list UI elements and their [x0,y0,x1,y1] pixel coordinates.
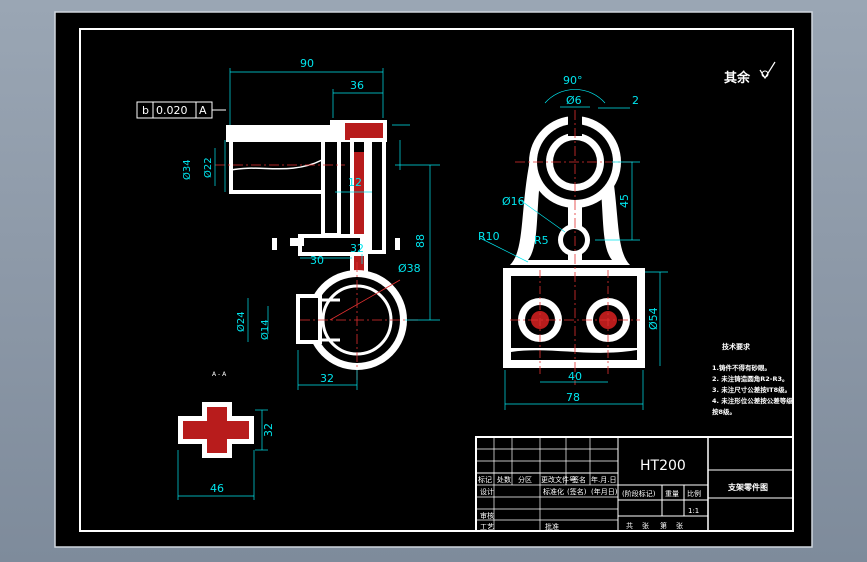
side-base-break [511,350,637,360]
tolerance-symbol: b [142,104,149,117]
lower-lug [296,294,322,344]
tolerance-frame [136,101,226,119]
note-item: 2. 未注铸造圆角R2-R3。 [712,374,789,383]
tb-cell: (阶段标记) [622,489,656,498]
tb-cell: 分区 [518,475,532,484]
front-view [136,68,440,390]
dim-label: 40 [568,370,582,383]
hatch-section [345,123,383,140]
section-label: A - A [212,371,227,378]
dim-label: Ø38 [398,262,421,275]
break-line [230,159,323,171]
side-slot [568,116,582,136]
dim-label: Ø14 [259,319,271,340]
dim-label: 32 [262,423,275,437]
dim-label: 32 [350,242,364,255]
dimension-labels: 90 36 12 32 30 32 88 Ø38 Ø34 Ø22 Ø24 Ø14… [181,57,660,495]
dim-label: 88 [414,234,427,248]
section-dim-lines [177,409,268,500]
tb-cell: 设计 [480,487,494,496]
title-block [475,436,794,532]
tb-cell: 批准 [545,522,559,531]
top-boss-outline [226,125,351,142]
technical-notes: 技术要求 1.铸件不得有砂眼。 2. 未注铸造圆角R2-R3。 3. 未注尺寸公… [712,342,793,416]
tb-cell: 处数 [497,475,511,484]
tb-cell: (签名) [567,487,587,496]
roughness-circle-icon [761,70,769,78]
cross-section-hatch [183,407,249,453]
dim-label: 12 [348,176,362,189]
tb-cell: 张 [642,521,649,530]
tb-cell: 签名 [572,475,586,484]
tb-cell: 工艺 [480,523,494,531]
dim-label: Ø22 [202,157,214,178]
leader-line [329,279,401,321]
drawing-sheet [54,11,813,548]
dim-label: Ø16 [502,195,525,208]
dim-label: Ø34 [181,159,193,180]
tb-cell: 标记 [478,475,492,484]
note-item: 1.铸件不得有砂眼。 [712,363,771,372]
dim-label: 45 [618,194,631,208]
tb-cell: 共 [626,521,633,530]
web-tab [290,238,304,246]
dim-label: R5 [534,234,549,247]
note-item: 3. 未注尺寸公差按IT8级。 [712,385,791,394]
dim-label: R10 [478,230,500,243]
dim-label: Ø54 [647,307,660,330]
drawing-frame [79,28,794,532]
surface-finish-note: 其余 [724,70,751,86]
title-block-labels: 标记 处数 分区 更改文件号 签名 年.月.日 设计 标准化 (签名) (年月日… [478,475,701,531]
side-dim-lines [479,89,668,410]
side-view [479,89,668,410]
dim-label: 30 [310,254,324,267]
dim-label: 32 [320,372,334,385]
dim-label: 78 [566,391,580,404]
section-mark [272,238,277,250]
tb-cell: 第 [660,521,667,530]
rib-right [368,138,386,254]
dim-label: Ø6 [566,94,582,107]
front-dim-lines [214,68,440,390]
material-label: HT200 [640,458,686,474]
hatch-rib [354,152,364,272]
dim-label: 36 [350,79,364,92]
side-rib [569,200,579,228]
tolerance-value: 0.020 [156,104,188,117]
rib-left [321,138,341,237]
dim-label: Ø24 [235,311,247,332]
dim-label: 90° [563,74,583,87]
notes-heading: 技术要求 [722,342,751,351]
dim-label: 90 [300,57,314,70]
scale-value: 1:1 [688,507,699,515]
tb-cell: 审核 [480,511,494,520]
tb-cell: 年.月.日 [591,475,616,484]
dim-label: 46 [210,482,224,495]
tb-cell: 张 [676,521,683,530]
note-item: 按8级。 [712,407,736,416]
tb-cell: 标准化 [543,487,564,496]
tb-cell: 重量 [665,490,679,498]
section-a-a [177,402,268,500]
note-item: 4. 未注形位公差按公差等级 [712,396,793,405]
tb-cell: (年月日) [591,487,618,496]
side-mid-bore [563,229,585,251]
drawing-title: 支架零件图 [727,482,768,492]
section-mark [395,238,400,250]
tb-cell: 更改文件号 [541,475,576,484]
dim-label: 2 [632,94,639,107]
tolerance-datum: A [199,104,207,117]
roughness-symbol-icon [759,61,776,80]
tb-cell: 比例 [687,489,701,498]
